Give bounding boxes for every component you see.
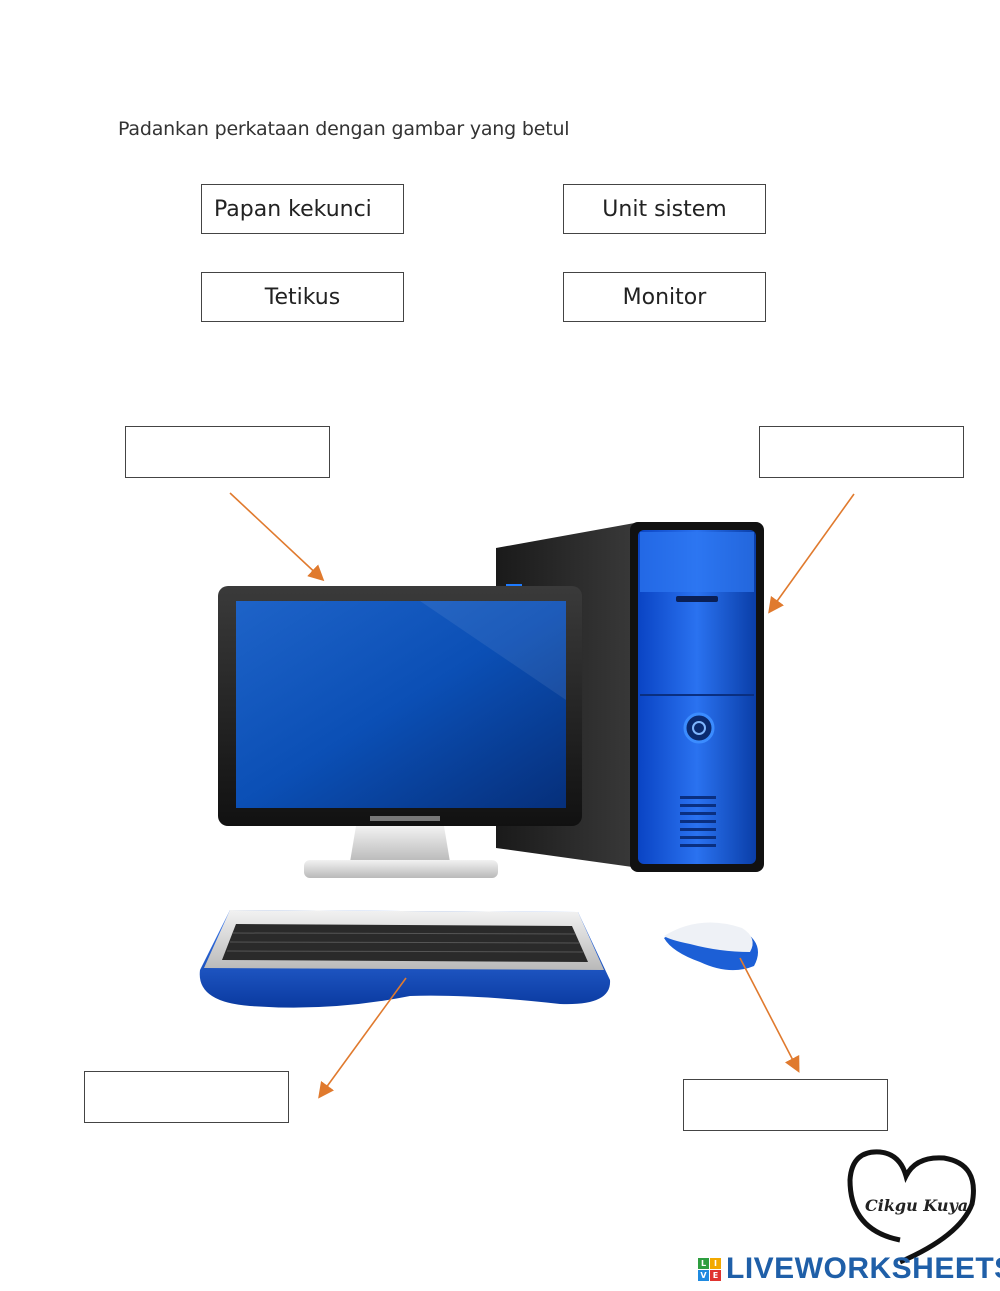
badge-letter: V bbox=[698, 1270, 709, 1281]
badge-letter: I bbox=[710, 1258, 721, 1269]
arrow-to-system-unit bbox=[768, 493, 855, 614]
monitor-illustration bbox=[218, 586, 582, 878]
answer-box-system-unit[interactable] bbox=[759, 426, 964, 478]
word-card-papan-kekunci[interactable]: Papan kekunci bbox=[201, 184, 404, 234]
pointer-arrows bbox=[229, 492, 855, 1099]
instruction-text: Padankan perkataan dengan gambar yang be… bbox=[118, 118, 570, 140]
arrow-to-monitor bbox=[229, 492, 325, 582]
signature-heart-logo bbox=[847, 1149, 976, 1265]
mouse-illustration bbox=[664, 922, 758, 971]
badge-letter: E bbox=[710, 1270, 721, 1281]
word-card-unit-sistem[interactable]: Unit sistem bbox=[563, 184, 766, 234]
arrow-to-keyboard bbox=[318, 977, 407, 1099]
answer-box-keyboard[interactable] bbox=[84, 1071, 289, 1123]
liveworksheets-logo: LIVEWORKSHEETS bbox=[726, 1252, 1000, 1285]
arrow-to-mouse bbox=[739, 957, 800, 1073]
badge-letter: L bbox=[698, 1258, 709, 1269]
answer-box-monitor[interactable] bbox=[125, 426, 330, 478]
keyboard-illustration bbox=[199, 910, 611, 1008]
answer-box-mouse[interactable] bbox=[683, 1079, 888, 1131]
word-card-monitor[interactable]: Monitor bbox=[563, 272, 766, 322]
signature-text: Cikgu Kuya bbox=[865, 1196, 969, 1215]
word-card-tetikus[interactable]: Tetikus bbox=[201, 272, 404, 322]
liveworksheets-badge-icon: L I V E bbox=[698, 1258, 722, 1282]
